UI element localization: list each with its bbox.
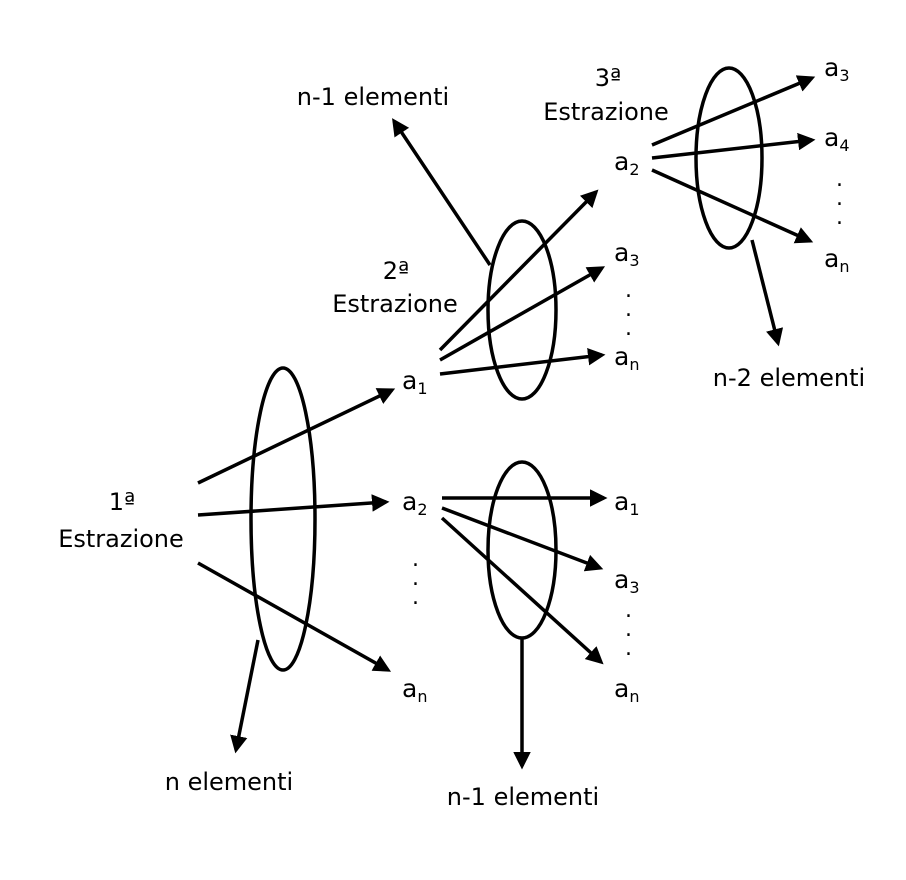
arrow-a2-to-a3-stage3 <box>651 75 816 147</box>
stage3-count: n-2 elementi <box>713 364 865 392</box>
stage2-count-bottom: n-1 elementi <box>447 783 599 811</box>
vertical-dots: . . . <box>625 278 632 341</box>
svg-text:.: . <box>625 617 632 642</box>
svg-text:an: an <box>824 244 849 276</box>
node-a2-a1: a1 <box>614 487 640 519</box>
arrow-a1-to-a2 <box>438 189 599 352</box>
node-a1: a1 <box>402 366 428 398</box>
stage1-label: Estrazione <box>58 525 184 553</box>
svg-text:an: an <box>614 674 639 706</box>
node-a1-a3: a3 <box>614 238 640 270</box>
vertical-dots: . . . <box>836 167 843 230</box>
vertical-dots: . . . <box>625 598 632 661</box>
stage3-label: Estrazione <box>543 98 669 126</box>
node-a2: a2 <box>402 487 428 519</box>
stage2-count-top: n-1 elementi <box>297 83 449 111</box>
node-an: an <box>402 674 427 706</box>
node-an-stage3: an <box>824 244 849 276</box>
node-a3-stage3: a3 <box>824 53 850 85</box>
stage2-ordinal: 2ª <box>383 257 410 285</box>
svg-text:.: . <box>836 167 843 192</box>
stage2-upper-ellipse <box>486 219 558 401</box>
arrow-a1-to-a3 <box>439 266 606 362</box>
svg-text:a3: a3 <box>824 53 850 85</box>
svg-text:.: . <box>625 598 632 623</box>
svg-text:.: . <box>836 205 843 230</box>
svg-text:.: . <box>412 547 419 572</box>
svg-text:a3: a3 <box>614 238 640 270</box>
arrow-n-1-elementi-top <box>392 118 492 266</box>
svg-text:a4: a4 <box>824 123 850 155</box>
arrow-a2-to-a3 <box>441 506 604 572</box>
svg-text:.: . <box>836 186 843 211</box>
stage3-ellipse <box>694 66 764 250</box>
svg-text:.: . <box>625 278 632 303</box>
vertical-dots: . . . <box>412 547 419 610</box>
svg-text:a2: a2 <box>402 487 428 519</box>
svg-text:a1: a1 <box>402 366 428 398</box>
svg-text:a1: a1 <box>614 487 640 519</box>
node-a1-a2: a2 <box>614 147 640 179</box>
arrow-n-elementi <box>230 639 260 754</box>
node-a4: a4 <box>824 123 850 155</box>
svg-text:.: . <box>412 585 419 610</box>
node-a2-a3: a3 <box>614 565 640 597</box>
arrow-a2-to-an-stage3 <box>651 168 814 244</box>
svg-text:an: an <box>402 674 427 706</box>
svg-text:.: . <box>625 636 632 661</box>
stage1-count: n elementi <box>165 768 293 796</box>
node-a1-an: an <box>614 342 639 374</box>
stage1-ellipse <box>249 366 317 672</box>
arrow-a2-to-an <box>440 516 604 665</box>
arrow-to-a2 <box>197 494 390 517</box>
arrow-to-a1 <box>197 388 396 485</box>
stage3-ordinal: 3ª <box>595 64 622 92</box>
svg-text:a3: a3 <box>614 565 640 597</box>
stage1-ordinal: 1ª <box>109 488 136 516</box>
arrow-a1-to-an <box>439 347 606 376</box>
node-a2-an: an <box>614 674 639 706</box>
stage2-label: Estrazione <box>332 290 458 318</box>
svg-text:.: . <box>412 566 419 591</box>
svg-text:a2: a2 <box>614 147 640 179</box>
arrow-n-2-elementi <box>750 239 784 347</box>
svg-text:an: an <box>614 342 639 374</box>
arrow-to-an <box>197 561 392 672</box>
svg-text:.: . <box>625 297 632 322</box>
svg-text:.: . <box>625 316 632 341</box>
arrow-a2-to-a4 <box>651 132 816 160</box>
